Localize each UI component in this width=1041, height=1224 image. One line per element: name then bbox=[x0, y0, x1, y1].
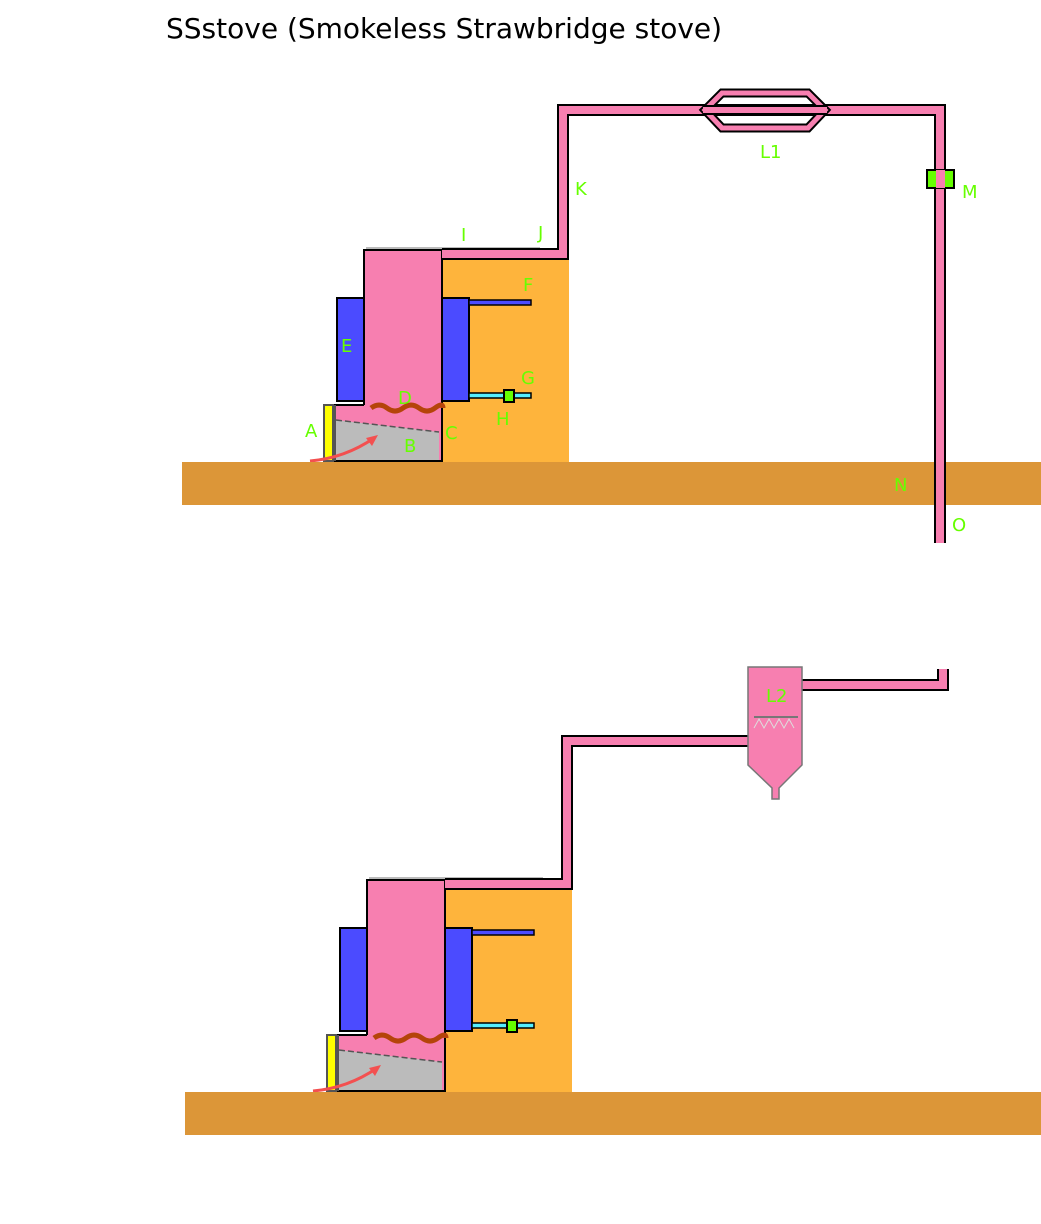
label-g: G bbox=[521, 368, 535, 389]
label-n: N bbox=[894, 475, 907, 496]
damper-m-pipe bbox=[936, 170, 945, 188]
bypass-l1 bbox=[698, 88, 832, 133]
diagram-title: SSstove (Smokeless Strawbridge stove) bbox=[166, 12, 723, 45]
stove-bottom bbox=[185, 878, 1041, 1135]
label-l1: L1 bbox=[760, 142, 781, 163]
label-a: A bbox=[305, 421, 318, 442]
flue-pipe-bottom bbox=[445, 669, 949, 890]
scrubber-l2 bbox=[747, 666, 803, 800]
label-f: F bbox=[523, 275, 533, 296]
label-e: E bbox=[341, 336, 352, 357]
flue-pipe-top bbox=[442, 104, 946, 543]
label-k: K bbox=[575, 179, 588, 200]
stove-top bbox=[182, 248, 1041, 505]
label-d: D bbox=[398, 388, 412, 409]
label-b: B bbox=[404, 436, 416, 457]
label-c: C bbox=[445, 423, 458, 444]
label-o: O bbox=[952, 515, 966, 536]
label-l2: L2 bbox=[766, 686, 787, 707]
label-m: M bbox=[962, 182, 978, 203]
label-i: I bbox=[461, 225, 466, 246]
label-j: J bbox=[537, 223, 543, 244]
label-h: H bbox=[496, 409, 510, 430]
